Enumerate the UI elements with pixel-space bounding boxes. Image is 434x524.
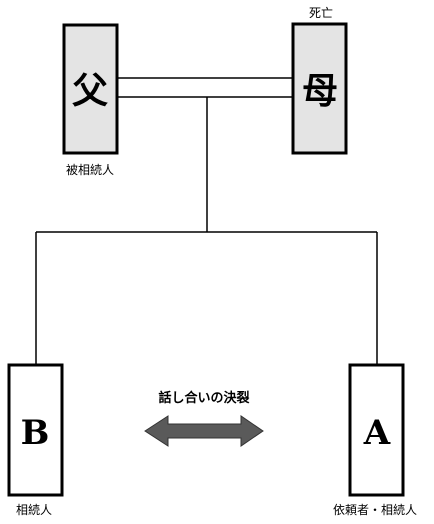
child-b-box: [7, 363, 64, 497]
child-b-role: 相続人: [16, 503, 52, 517]
father-box: [62, 23, 119, 155]
child-a-node: A 依頼者・相続人: [333, 363, 417, 517]
child-a-name: A: [363, 413, 391, 453]
child-a-box: [348, 363, 405, 497]
father-name: 父: [72, 71, 108, 112]
mother-status: 死亡: [309, 6, 333, 20]
marriage-line: [117, 77, 293, 98]
child-b-node: B 相続人: [7, 363, 64, 517]
dispute-label: 話し合いの決裂: [158, 390, 250, 406]
descent-lines: [35, 97, 378, 365]
double-arrow-icon: [144, 415, 264, 447]
mother-node: 死亡 母: [291, 6, 348, 155]
father-node: 父 被相続人: [62, 23, 119, 177]
father-role: 被相続人: [66, 163, 114, 177]
mother-box: [291, 22, 348, 155]
mother-name: 母: [302, 71, 338, 112]
child-b-name: B: [21, 413, 50, 453]
child-a-role: 依頼者・相続人: [333, 502, 417, 517]
dispute: 話し合いの決裂: [144, 390, 264, 447]
